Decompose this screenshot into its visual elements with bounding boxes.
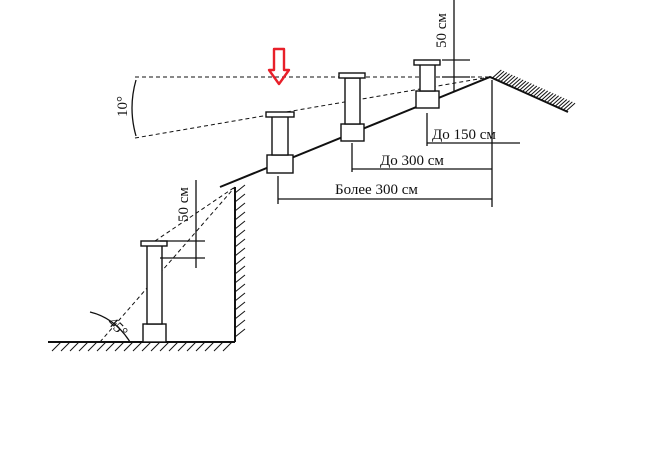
left-clearance-label: 50 см xyxy=(176,187,192,222)
forty-five-degree-line xyxy=(99,186,236,343)
left-chimney-sight-line xyxy=(154,186,236,242)
distance-300-label: До 300 см xyxy=(380,153,444,169)
top-clearance-label: 50 см xyxy=(434,13,450,48)
angle-10-arc xyxy=(131,79,137,137)
chimney-middle xyxy=(338,72,366,142)
distance-more-300-label: Более 300 см xyxy=(335,182,418,198)
building-wall xyxy=(234,184,246,342)
top-clearance-dimension: 50 см xyxy=(434,0,470,92)
chimney-far xyxy=(265,111,295,174)
chimney-near-ridge xyxy=(413,59,441,109)
chimney-ground xyxy=(140,240,168,343)
angle-10-label: 10° xyxy=(115,96,131,117)
ground xyxy=(48,341,235,352)
left-clearance-dimension: 50 см xyxy=(160,180,205,268)
distance-dimensions: До 150 см До 300 см Более 300 см xyxy=(277,80,520,207)
angle-45-arc xyxy=(89,311,131,343)
down-arrow-icon xyxy=(267,47,291,86)
distance-150-label: До 150 см xyxy=(432,127,496,143)
